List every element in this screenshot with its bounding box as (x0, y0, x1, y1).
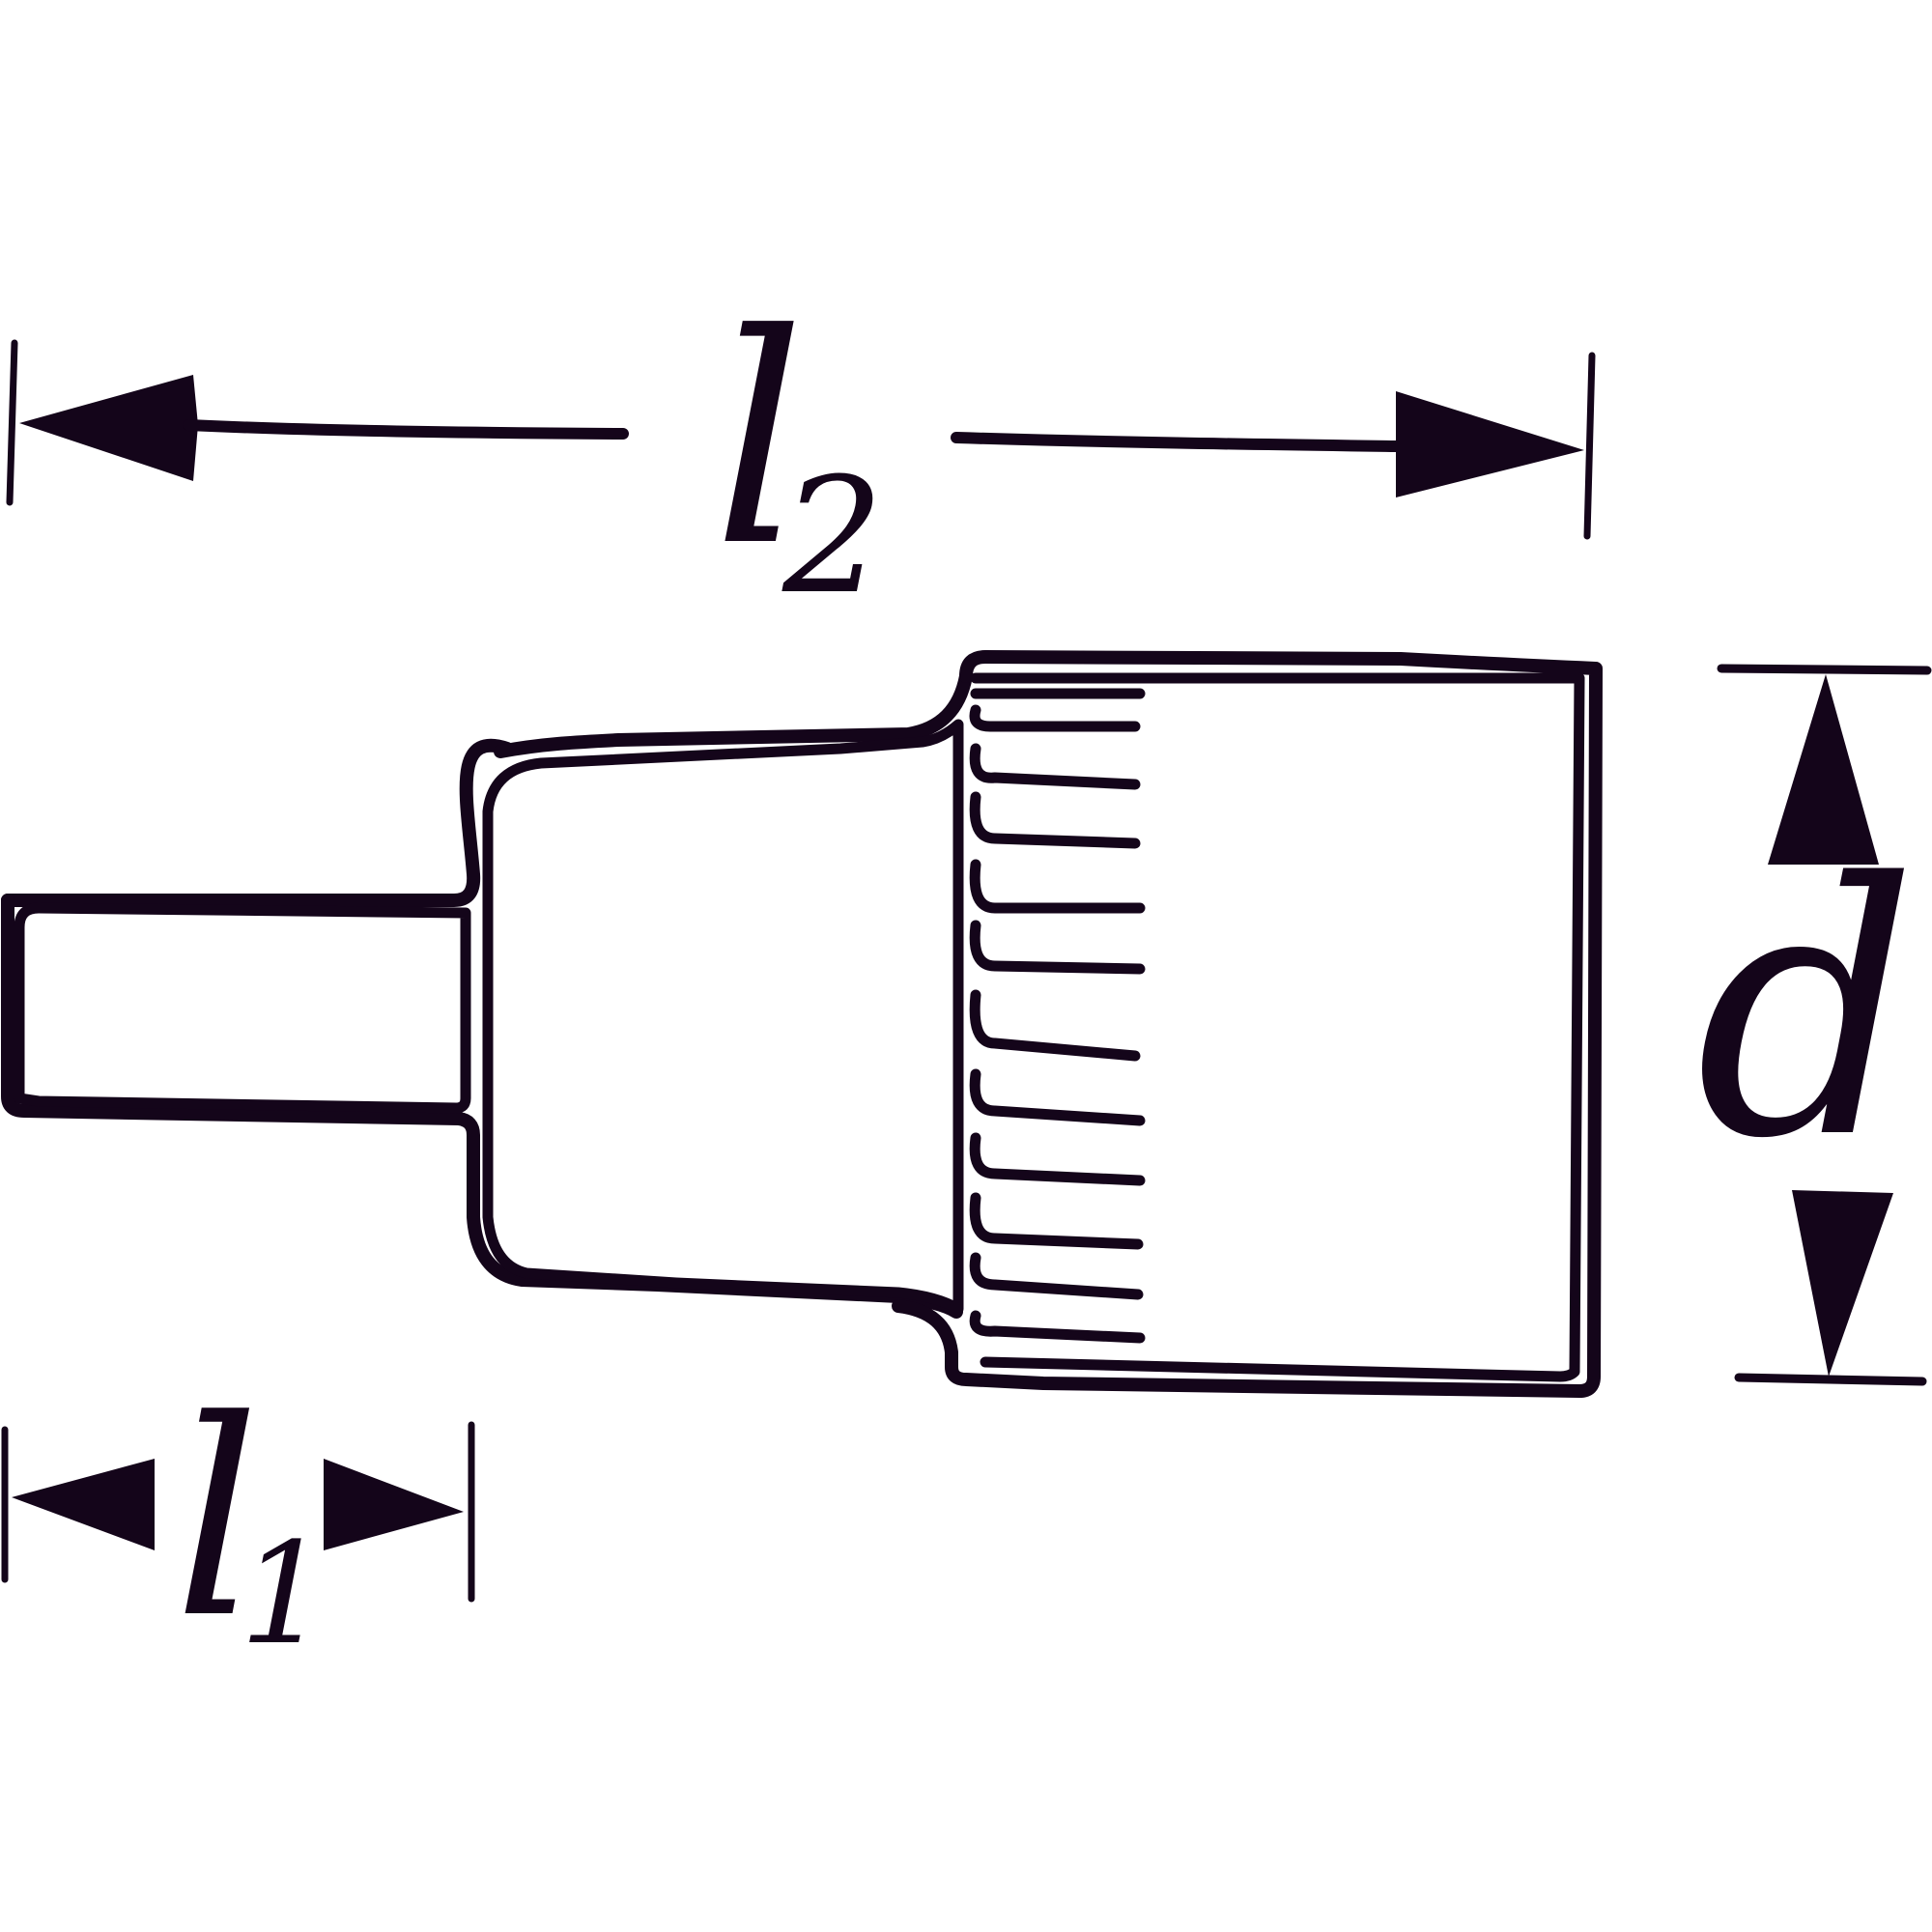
dimension-l1: l 1 (1, 1363, 475, 1678)
l1-label-main: l (174, 1363, 261, 1678)
l2-right-arrowhead (1396, 391, 1584, 497)
d-top-arrowhead (1768, 674, 1879, 865)
d-label: d (1695, 810, 1918, 1214)
l2-left-shaft (183, 419, 629, 440)
l2-left-arrowhead (19, 375, 198, 481)
l2-right-shaft (951, 432, 1402, 452)
hex-bore-inner (970, 672, 1585, 1382)
l2-right-extension-line (1583, 352, 1596, 540)
body-collar (494, 669, 973, 758)
hex-body-outer (892, 650, 1603, 1398)
d-bottom-extension-line (1734, 1373, 1927, 1386)
d-top-extension-line (1717, 664, 1932, 675)
l2-label-subscript: 2 (781, 443, 884, 629)
l2-left-extension-line (6, 339, 18, 506)
l1-left-arrowhead (12, 1459, 155, 1550)
bore-serrations (969, 688, 1146, 1344)
drive-square-inner (14, 902, 471, 1114)
l2-label-main: l (713, 272, 806, 610)
dimension-d: d (1695, 664, 1932, 1386)
socket-insert-outline (1, 650, 1603, 1398)
dimension-l2: l 2 (6, 272, 1596, 629)
l1-label-subscript: 1 (240, 1513, 328, 1676)
d-bottom-arrowhead (1792, 1190, 1893, 1377)
body-collar-inner (482, 719, 964, 1315)
l1-right-arrowhead (324, 1459, 464, 1550)
drive-shank-outer (1, 738, 514, 907)
